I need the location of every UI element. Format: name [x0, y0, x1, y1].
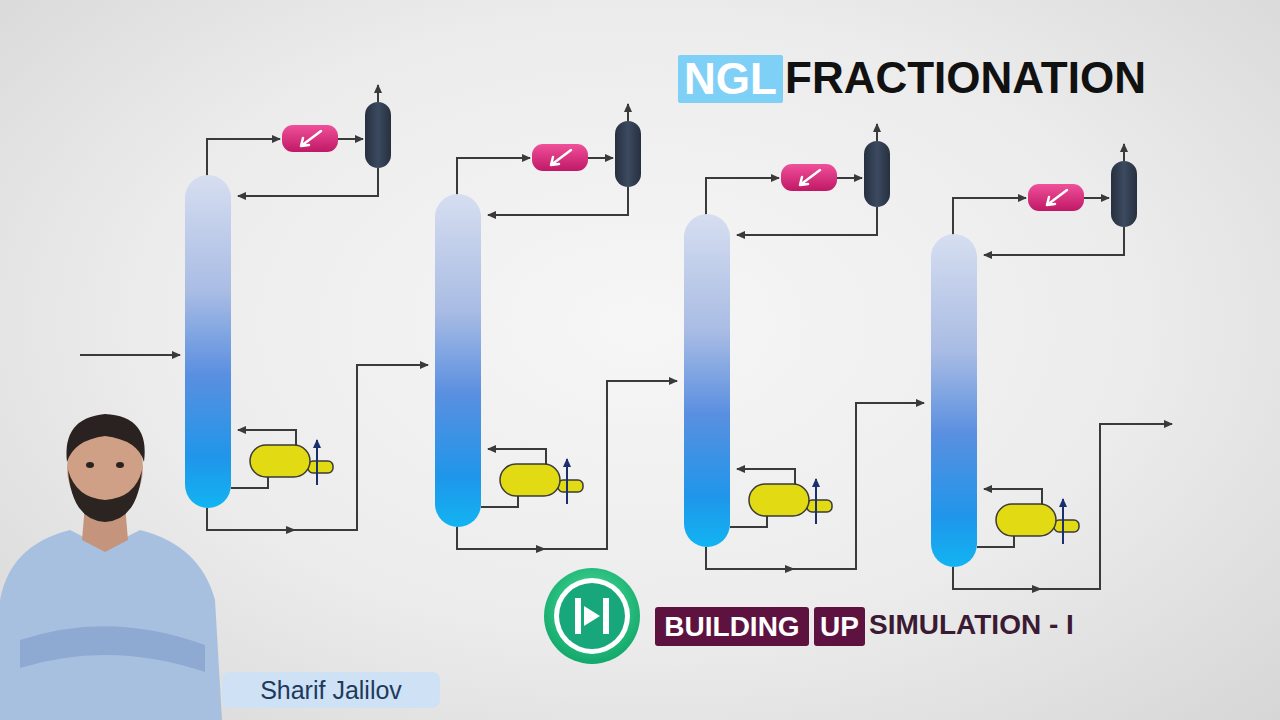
bottoms-line	[457, 381, 677, 549]
heat-arrow	[316, 440, 318, 485]
distillation-column	[185, 175, 231, 508]
node-text: UP	[820, 611, 859, 643]
column-unit	[185, 85, 428, 534]
distillation-column	[435, 194, 481, 527]
bottoms-line	[706, 403, 924, 569]
condensate-line	[1084, 197, 1109, 199]
hair	[66, 414, 144, 462]
condenser-symbol	[1028, 184, 1084, 211]
distillation-column	[931, 234, 977, 567]
name-badge: Sharif Jalilov	[222, 672, 440, 708]
reboiler-nozzle	[308, 461, 333, 473]
vapour-line	[627, 104, 629, 121]
logo-bar	[603, 598, 609, 634]
feed-line	[80, 354, 180, 356]
logo-core	[559, 583, 625, 649]
reboiler-nozzle	[807, 500, 832, 512]
condenser-arrow	[800, 170, 820, 185]
subtitle-text: SIMULATION - I	[869, 609, 1074, 641]
heat-arrow	[1062, 499, 1064, 544]
reflux-line	[488, 187, 628, 215]
vapour-line	[876, 124, 878, 141]
reboiler-feed-line	[730, 515, 767, 527]
logo-play	[584, 606, 600, 626]
beard	[68, 470, 142, 522]
flow-arrow	[785, 565, 795, 573]
logo-inner	[554, 578, 630, 654]
reflux-line	[984, 227, 1124, 255]
shirt	[0, 530, 222, 720]
column-unit	[684, 124, 924, 573]
reflux-drum	[615, 121, 641, 187]
overhead-line	[207, 139, 280, 176]
subtitle-highlight: UP	[814, 607, 865, 646]
reboiler-symbol	[749, 484, 809, 516]
subtitle-highlight: BUILDING	[655, 607, 809, 646]
condenser-symbol	[282, 125, 338, 152]
reflux-line	[737, 207, 877, 235]
logo-ring	[544, 568, 640, 664]
reboiler-feed-line	[977, 535, 1014, 547]
reflux-drum	[365, 102, 391, 168]
reboiler-symbol	[500, 464, 560, 496]
column-unit	[931, 144, 1172, 593]
node-text: BUILDING	[664, 611, 799, 643]
condensate-line	[338, 138, 363, 140]
eye	[116, 462, 124, 468]
reboiler-feed-line	[481, 495, 518, 507]
reflux-drum	[1111, 161, 1137, 227]
bottoms-line	[953, 424, 1172, 589]
condenser-symbol	[781, 164, 837, 191]
reboiler-return-line	[238, 430, 296, 446]
overhead-line	[706, 178, 779, 215]
eye	[86, 462, 94, 468]
title-highlight: NGL	[678, 55, 783, 103]
logo	[544, 568, 640, 664]
overhead-line	[457, 158, 530, 195]
reflux-line	[238, 168, 378, 196]
title-text: FRACTIONATION	[785, 53, 1146, 103]
flow-arrow	[1032, 585, 1042, 593]
condensate-line	[837, 177, 862, 179]
reboiler-return-line	[737, 469, 795, 485]
reboiler-symbol	[250, 445, 310, 477]
column-unit	[435, 104, 677, 553]
logo-bar	[575, 598, 581, 634]
overhead-line	[953, 198, 1026, 235]
reboiler-return-line	[984, 489, 1042, 505]
flow-arrow	[286, 526, 296, 534]
reboiler-feed-line	[231, 476, 268, 488]
reflux-drum	[864, 141, 890, 207]
heat-arrow	[815, 479, 817, 524]
node-text: NGL	[684, 54, 777, 104]
reboiler-symbol	[996, 504, 1056, 536]
vapour-line	[1123, 144, 1125, 161]
condenser-arrow	[1047, 190, 1067, 205]
crossed-arms	[20, 626, 205, 672]
presenter-figure	[0, 414, 222, 720]
condensate-line	[588, 157, 613, 159]
reboiler-nozzle	[558, 480, 583, 492]
condenser-arrow	[551, 150, 571, 165]
node-text: Sharif Jalilov	[260, 676, 402, 705]
reboiler-return-line	[488, 449, 546, 465]
heat-arrow	[566, 459, 568, 504]
bottoms-line	[207, 365, 428, 530]
condenser-arrow	[301, 131, 321, 146]
condenser-symbol	[532, 144, 588, 171]
distillation-column	[684, 214, 730, 547]
vapour-line	[377, 85, 379, 102]
reboiler-nozzle	[1054, 520, 1079, 532]
flow-arrow	[536, 545, 546, 553]
